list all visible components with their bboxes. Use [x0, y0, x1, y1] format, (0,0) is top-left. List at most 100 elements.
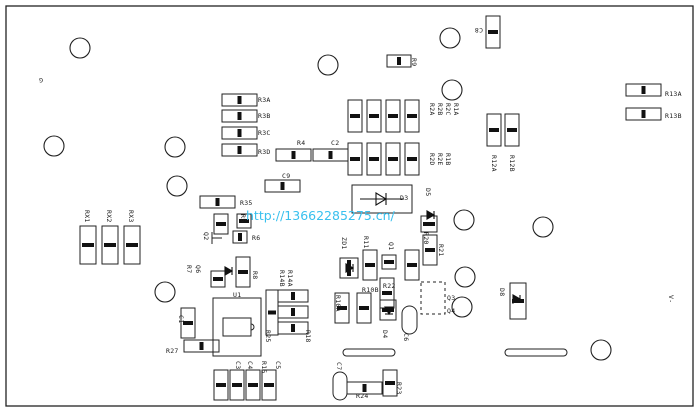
component-footprint [261, 369, 277, 401]
label-r9: R9 [410, 58, 418, 66]
component-footprint [236, 213, 252, 229]
label-r5: R5 [239, 214, 247, 222]
d8-diode-symbol [512, 294, 522, 304]
component-footprint [210, 270, 226, 288]
label-d3: D3 [400, 194, 408, 202]
zd1-diode-symbol [345, 263, 355, 273]
d5-diode-symbol [426, 210, 436, 220]
label-r10b: R10B [362, 286, 379, 294]
component-footprint [347, 142, 363, 176]
component-footprint [366, 142, 382, 176]
label-d4: D4 [381, 330, 389, 338]
component-footprint [264, 179, 301, 193]
hole [43, 135, 65, 157]
label-r2b: R2B [436, 103, 444, 116]
component-footprint [235, 256, 251, 288]
label-r11: R11 [362, 236, 370, 249]
label-c5: C5 [274, 361, 282, 369]
component-footprint [221, 126, 258, 140]
label-r21: R21 [437, 244, 445, 257]
u1-pin1-notch [250, 323, 255, 331]
component-footprint [347, 99, 363, 133]
component-footprint [422, 234, 438, 266]
label-g: G [39, 76, 43, 84]
hole [317, 54, 339, 76]
component-footprint [382, 369, 398, 397]
component-footprint [509, 282, 527, 320]
hole [166, 175, 188, 197]
component-footprint [221, 93, 258, 107]
component-footprints [79, 15, 662, 401]
label-c6: C6 [402, 333, 410, 341]
hole [154, 281, 176, 303]
component-footprint [275, 148, 312, 162]
hole [454, 266, 476, 288]
label-r6: R6 [252, 234, 260, 242]
diode-symbols [224, 192, 522, 316]
label-r10a: R10A [334, 295, 342, 312]
component-footprint [101, 225, 119, 265]
component-footprint [486, 113, 502, 147]
label-r2c: R2C [444, 103, 452, 116]
component-footprint [213, 213, 229, 235]
hole [532, 216, 554, 238]
component-footprint [504, 113, 520, 147]
component-footprint [404, 249, 420, 281]
fixed-outlines [212, 184, 568, 401]
label-c1: C1 [177, 315, 185, 323]
label-rx3: RX3 [127, 210, 135, 223]
component-footprint [385, 142, 401, 176]
watermark-url[interactable]: http://13662285275.cn/ [246, 208, 395, 223]
label-rx1: RX1 [83, 210, 91, 223]
label-r1b: R1B [444, 153, 452, 166]
label-c4: C4 [246, 361, 254, 369]
silkscreen-labels: C8 G R9 R13A R13B R3A R3B R3C R3D R4 C2 … [39, 26, 682, 400]
component-footprint [232, 230, 248, 244]
board-outline [5, 5, 694, 407]
label-d5: D5 [424, 188, 432, 196]
label-r14a: R14A [286, 270, 294, 287]
hole [164, 136, 186, 158]
label-r3a: R3A [258, 96, 271, 104]
component-footprint [213, 369, 229, 401]
mounting-holes [43, 27, 612, 361]
component-footprint [199, 195, 236, 209]
component-footprint [625, 83, 662, 97]
label-r12a: R12A [490, 155, 498, 172]
component-footprint [277, 305, 309, 319]
label-r27: R27 [166, 347, 179, 355]
component-footprint [404, 142, 420, 176]
label-vminus: V- [667, 295, 675, 303]
label-r13a: R13A [665, 90, 682, 98]
component-footprint [79, 225, 97, 265]
component-footprint [245, 369, 261, 401]
u1-ic-body [222, 317, 252, 337]
label-r35: R35 [240, 199, 253, 207]
component-footprint [385, 99, 401, 133]
label-r4: R4 [297, 139, 305, 147]
component-footprint [356, 292, 372, 324]
label-r1a: R1A [452, 103, 460, 116]
component-footprint [381, 254, 397, 270]
component-footprint [277, 289, 309, 303]
label-c9: C9 [282, 172, 290, 180]
label-r3b: R3B [258, 112, 271, 120]
label-r7: R7 [185, 265, 193, 273]
component-footprint [180, 307, 196, 339]
q2-outline [211, 232, 222, 244]
label-r2d: R2D [428, 153, 436, 166]
component-footprint [277, 321, 309, 335]
component-footprint [334, 292, 350, 324]
label-r3d: R3D [258, 148, 271, 156]
label-q1: Q1 [387, 242, 395, 250]
label-c2: C2 [331, 139, 339, 147]
label-r20: R20 [422, 232, 430, 245]
component-footprint [123, 225, 141, 265]
slot-right [504, 348, 568, 357]
label-r23: R23 [395, 382, 403, 395]
component-footprint [229, 369, 245, 401]
label-r2a: R2A [428, 103, 436, 116]
label-c7: C7 [335, 362, 343, 370]
label-r22: R22 [383, 282, 396, 290]
label-c8: C8 [475, 26, 483, 34]
